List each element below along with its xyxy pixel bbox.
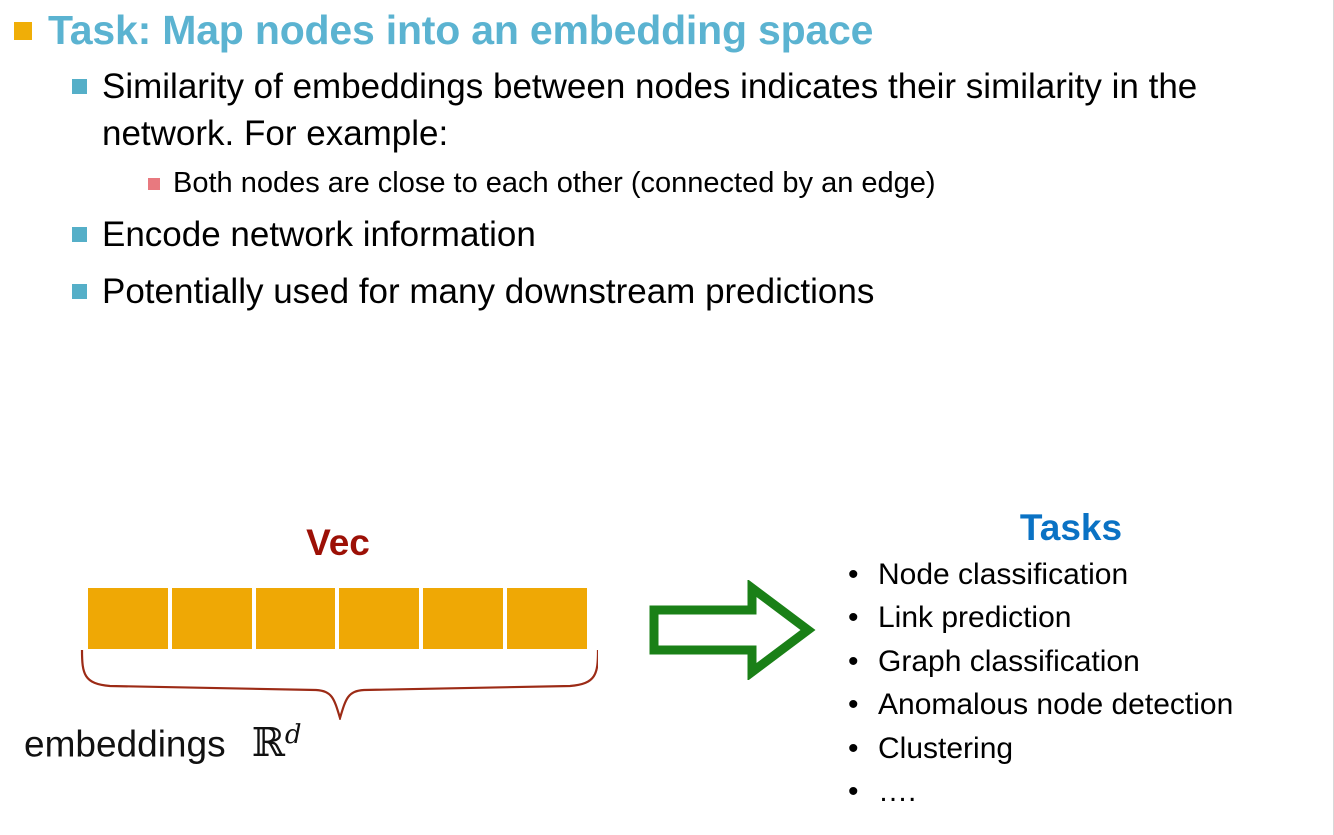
task-label: …. xyxy=(878,775,917,809)
task-label: Clustering xyxy=(878,731,1014,765)
vec-label: Vec xyxy=(306,522,370,563)
bullet-item-similarity: Similarity of embeddings between nodes i… xyxy=(0,64,1333,156)
square-bullet-icon xyxy=(72,227,87,243)
bullet-item-downstream: Potentially used for many downstream pre… xyxy=(0,269,1333,315)
vector-cell xyxy=(507,588,587,649)
bullet-label: Encode network information xyxy=(102,215,536,255)
list-item: • …. xyxy=(848,770,1333,814)
tasks-list: • Node classification • Link prediction … xyxy=(848,553,1333,814)
tasks-heading: Tasks xyxy=(1019,507,1123,548)
bullet-item-encode: Encode network information xyxy=(0,212,1333,258)
list-item: • Graph classification xyxy=(848,640,1333,684)
page-title: Task: Map nodes into an embedding space xyxy=(48,7,874,53)
list-item: • Clustering xyxy=(848,727,1333,771)
list-item: • Anomalous node detection xyxy=(848,683,1333,727)
task-label: Graph classification xyxy=(878,644,1140,678)
right-arrow-icon xyxy=(649,580,816,680)
list-item: • Link prediction xyxy=(848,596,1333,640)
title-bullet-row: Task: Map nodes into an embedding space xyxy=(0,6,1333,54)
dimension-superscript: d xyxy=(284,720,302,750)
bullet-dot-icon: • xyxy=(848,644,859,678)
bullet-dot-icon: • xyxy=(848,688,859,722)
embedding-vector-bar xyxy=(88,588,587,649)
task-label: Link prediction xyxy=(878,601,1072,635)
embeddings-label: embeddings xyxy=(24,723,226,765)
real-space-symbol: ℝ xyxy=(251,720,285,767)
vector-cell xyxy=(171,588,252,649)
square-bullet-icon xyxy=(148,177,160,190)
square-bullet-icon xyxy=(14,22,32,40)
bullet-dot-icon: • xyxy=(848,775,859,809)
list-item: • Node classification xyxy=(848,553,1333,597)
tasks-panel: Tasks • Node classification • Link predi… xyxy=(848,507,1333,814)
vector-cell xyxy=(339,588,420,649)
bullet-item-both-nodes: Both nodes are close to each other (conn… xyxy=(0,165,1333,203)
vector-cell xyxy=(255,588,336,649)
bullet-label: Both nodes are close to each other (conn… xyxy=(173,166,936,199)
curly-brace-icon xyxy=(80,649,598,720)
square-bullet-icon xyxy=(72,79,87,95)
bullet-dot-icon: • xyxy=(848,601,859,635)
square-bullet-icon xyxy=(72,283,87,299)
bullet-dot-icon: • xyxy=(848,557,859,591)
bullet-label: Similarity of embeddings between nodes i… xyxy=(102,67,1198,153)
task-label: Anomalous node detection xyxy=(878,688,1234,722)
task-label: Node classification xyxy=(878,557,1129,591)
bullet-dot-icon: • xyxy=(848,731,859,765)
embedding-diagram: Vec embeddings ℝd xyxy=(0,508,1333,835)
bullet-label: Potentially used for many downstream pre… xyxy=(102,271,875,311)
embeddings-caption: embeddings ℝd xyxy=(24,720,302,766)
vector-cell xyxy=(423,588,504,649)
vector-cell xyxy=(88,588,168,649)
slide-outline: Task: Map nodes into an embedding space … xyxy=(0,0,1333,315)
